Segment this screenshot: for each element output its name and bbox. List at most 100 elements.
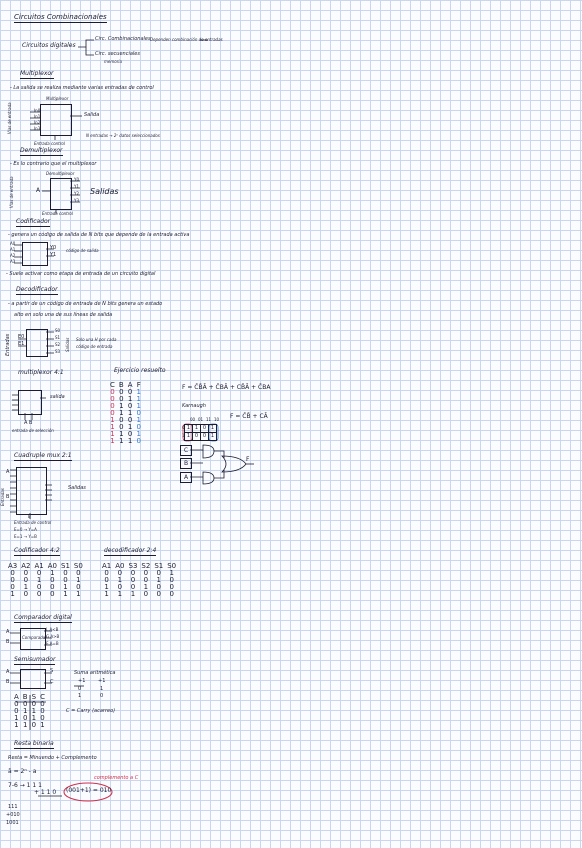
mux-in-3: In3 (34, 126, 41, 131)
mux-note: N entradas → 2ⁿ datos seleccionados (86, 133, 160, 138)
cuadruple-in-b: B (6, 494, 10, 500)
resta-circled: (001+1) = 010 (66, 787, 112, 794)
comparador-in-a: A (6, 629, 10, 635)
resta-line-1: Resta = Minuendo + Complemento (8, 755, 97, 761)
cuadruple-in-a: A (6, 469, 10, 475)
demux-input: A (36, 187, 41, 194)
semi-out-c: C (50, 679, 54, 685)
multiplexor-box (40, 104, 72, 136)
kmap-col-2: 11 (206, 417, 212, 422)
dec-out-1: S1 (55, 335, 61, 340)
multiplexor-box-label: Multiplexor (46, 96, 69, 101)
dec-out-side: Salidas (65, 337, 70, 352)
mux-control-label: Entrada control (34, 141, 65, 146)
kmap-row-1: 1 (182, 433, 185, 438)
ejercicio-simplified: F = C̄B̄ + CĀ (230, 413, 268, 420)
demux-out-2: Y2 (74, 191, 79, 196)
dec-note-1: Solo una H por cada (76, 337, 117, 342)
mux-output-label: Salida (84, 112, 100, 118)
comparador-in-b: B (6, 639, 10, 645)
comparador-box-label: Comparador (22, 635, 47, 640)
demux-box-label: Demultiplexor (46, 171, 75, 176)
cuadruple-side: Entradas (0, 488, 5, 506)
resta-line-3: 7-6 → 1 1 1 (8, 782, 42, 789)
mux41-heading: multiplexor 4:1 (18, 369, 64, 376)
cuadruple-rule-1: E=0 → Y=A (14, 527, 37, 532)
ejercicio-formula: F = C̄B̄Ā + C̄BĀ + CB̄Ā + C̄BA (182, 384, 271, 391)
demux-out-3: Y3 (74, 198, 79, 203)
cuadruple-sel: B (28, 514, 31, 519)
dec24-heading: decodificador 2:4 (104, 547, 157, 556)
kmap-col-3: 10 (214, 417, 220, 422)
kmap-col-0: 00 (190, 417, 196, 422)
semi-sum-line: +1 (98, 678, 106, 684)
tt-header: F (136, 381, 141, 389)
codificador-bullet: - genera un código de salida de N bits q… (8, 232, 190, 238)
cod-out-label: código de salida (66, 248, 99, 253)
mux-in-2: In2 (34, 120, 41, 125)
demux-box (50, 178, 72, 210)
dec-in-1: E1 (18, 341, 25, 347)
demux-side-label: Vías de entrada (9, 176, 14, 208)
gate-input-a: A (180, 472, 192, 483)
ejercicio-heading: Ejercicio resuelto (114, 367, 166, 374)
semi-sum-line: 0 (100, 693, 104, 699)
cod-in-1: A1 (10, 247, 16, 252)
kmap-cell: 1 (208, 432, 217, 441)
resta-line-2: ā = 2ⁿ - a (8, 768, 37, 775)
intro-branch2-desc: memoria (104, 59, 122, 64)
demux-heading: Demultiplexor (20, 147, 63, 156)
semi-in-a: A (6, 669, 10, 675)
resta-line-4: + 1 1 0 (34, 789, 57, 796)
kmap-col-1: 01 (198, 417, 204, 422)
cod-out-0: Y0 (50, 245, 57, 251)
comparador-out-l: L A<B (46, 627, 59, 632)
multiplexor-bullet: - La salida se realiza mediante varias e… (10, 85, 154, 91)
demux-bullet: - Es lo contrario que el multiplexor (10, 161, 97, 167)
tt-header: A (127, 381, 133, 389)
semisumador-box (20, 669, 46, 689)
gate-output: F (246, 456, 250, 463)
codificador-heading: Codificador (16, 218, 51, 227)
semi-sum-line: 1 (78, 693, 82, 699)
mux-in-1: In1 (34, 114, 41, 119)
mux41-box (18, 390, 42, 415)
page-title: Circuitos Combinacionales (14, 13, 107, 23)
mux-in-0: In0 (34, 108, 41, 113)
semi-sum-line: 0 (78, 686, 82, 692)
comparador-heading: Comparador digital (14, 614, 72, 623)
tt-header: C (110, 381, 115, 389)
mux-side-label: Vías de entrada (7, 102, 12, 134)
codificador-bullet2: - Suele activar como etapa de entrada de… (6, 271, 156, 277)
resta-left-col: +010 (6, 812, 20, 818)
resta-heading: Resta binaria (14, 740, 54, 749)
cod-in-0: A0 (10, 241, 16, 246)
comparador-box (20, 628, 46, 650)
decodificador-heading: Decodificador (16, 286, 58, 295)
kmap-label: Karnaugh (182, 403, 206, 409)
resta-complement-label: complemento a C (94, 775, 139, 781)
dec-note-2: código de entrada (76, 344, 113, 349)
resta-left-col: 111 (8, 804, 18, 810)
demux-out-1: Y1 (74, 184, 79, 189)
semi-in-b: B (6, 679, 10, 685)
gate-input-c: C (180, 445, 192, 456)
semi-out-s: S (50, 668, 54, 674)
comparador-out-e: E A=B (46, 641, 59, 646)
decodificador-bullet: - a partir de un código de entrada de N … (8, 301, 163, 307)
demux-out-0: Y0 (74, 177, 79, 182)
